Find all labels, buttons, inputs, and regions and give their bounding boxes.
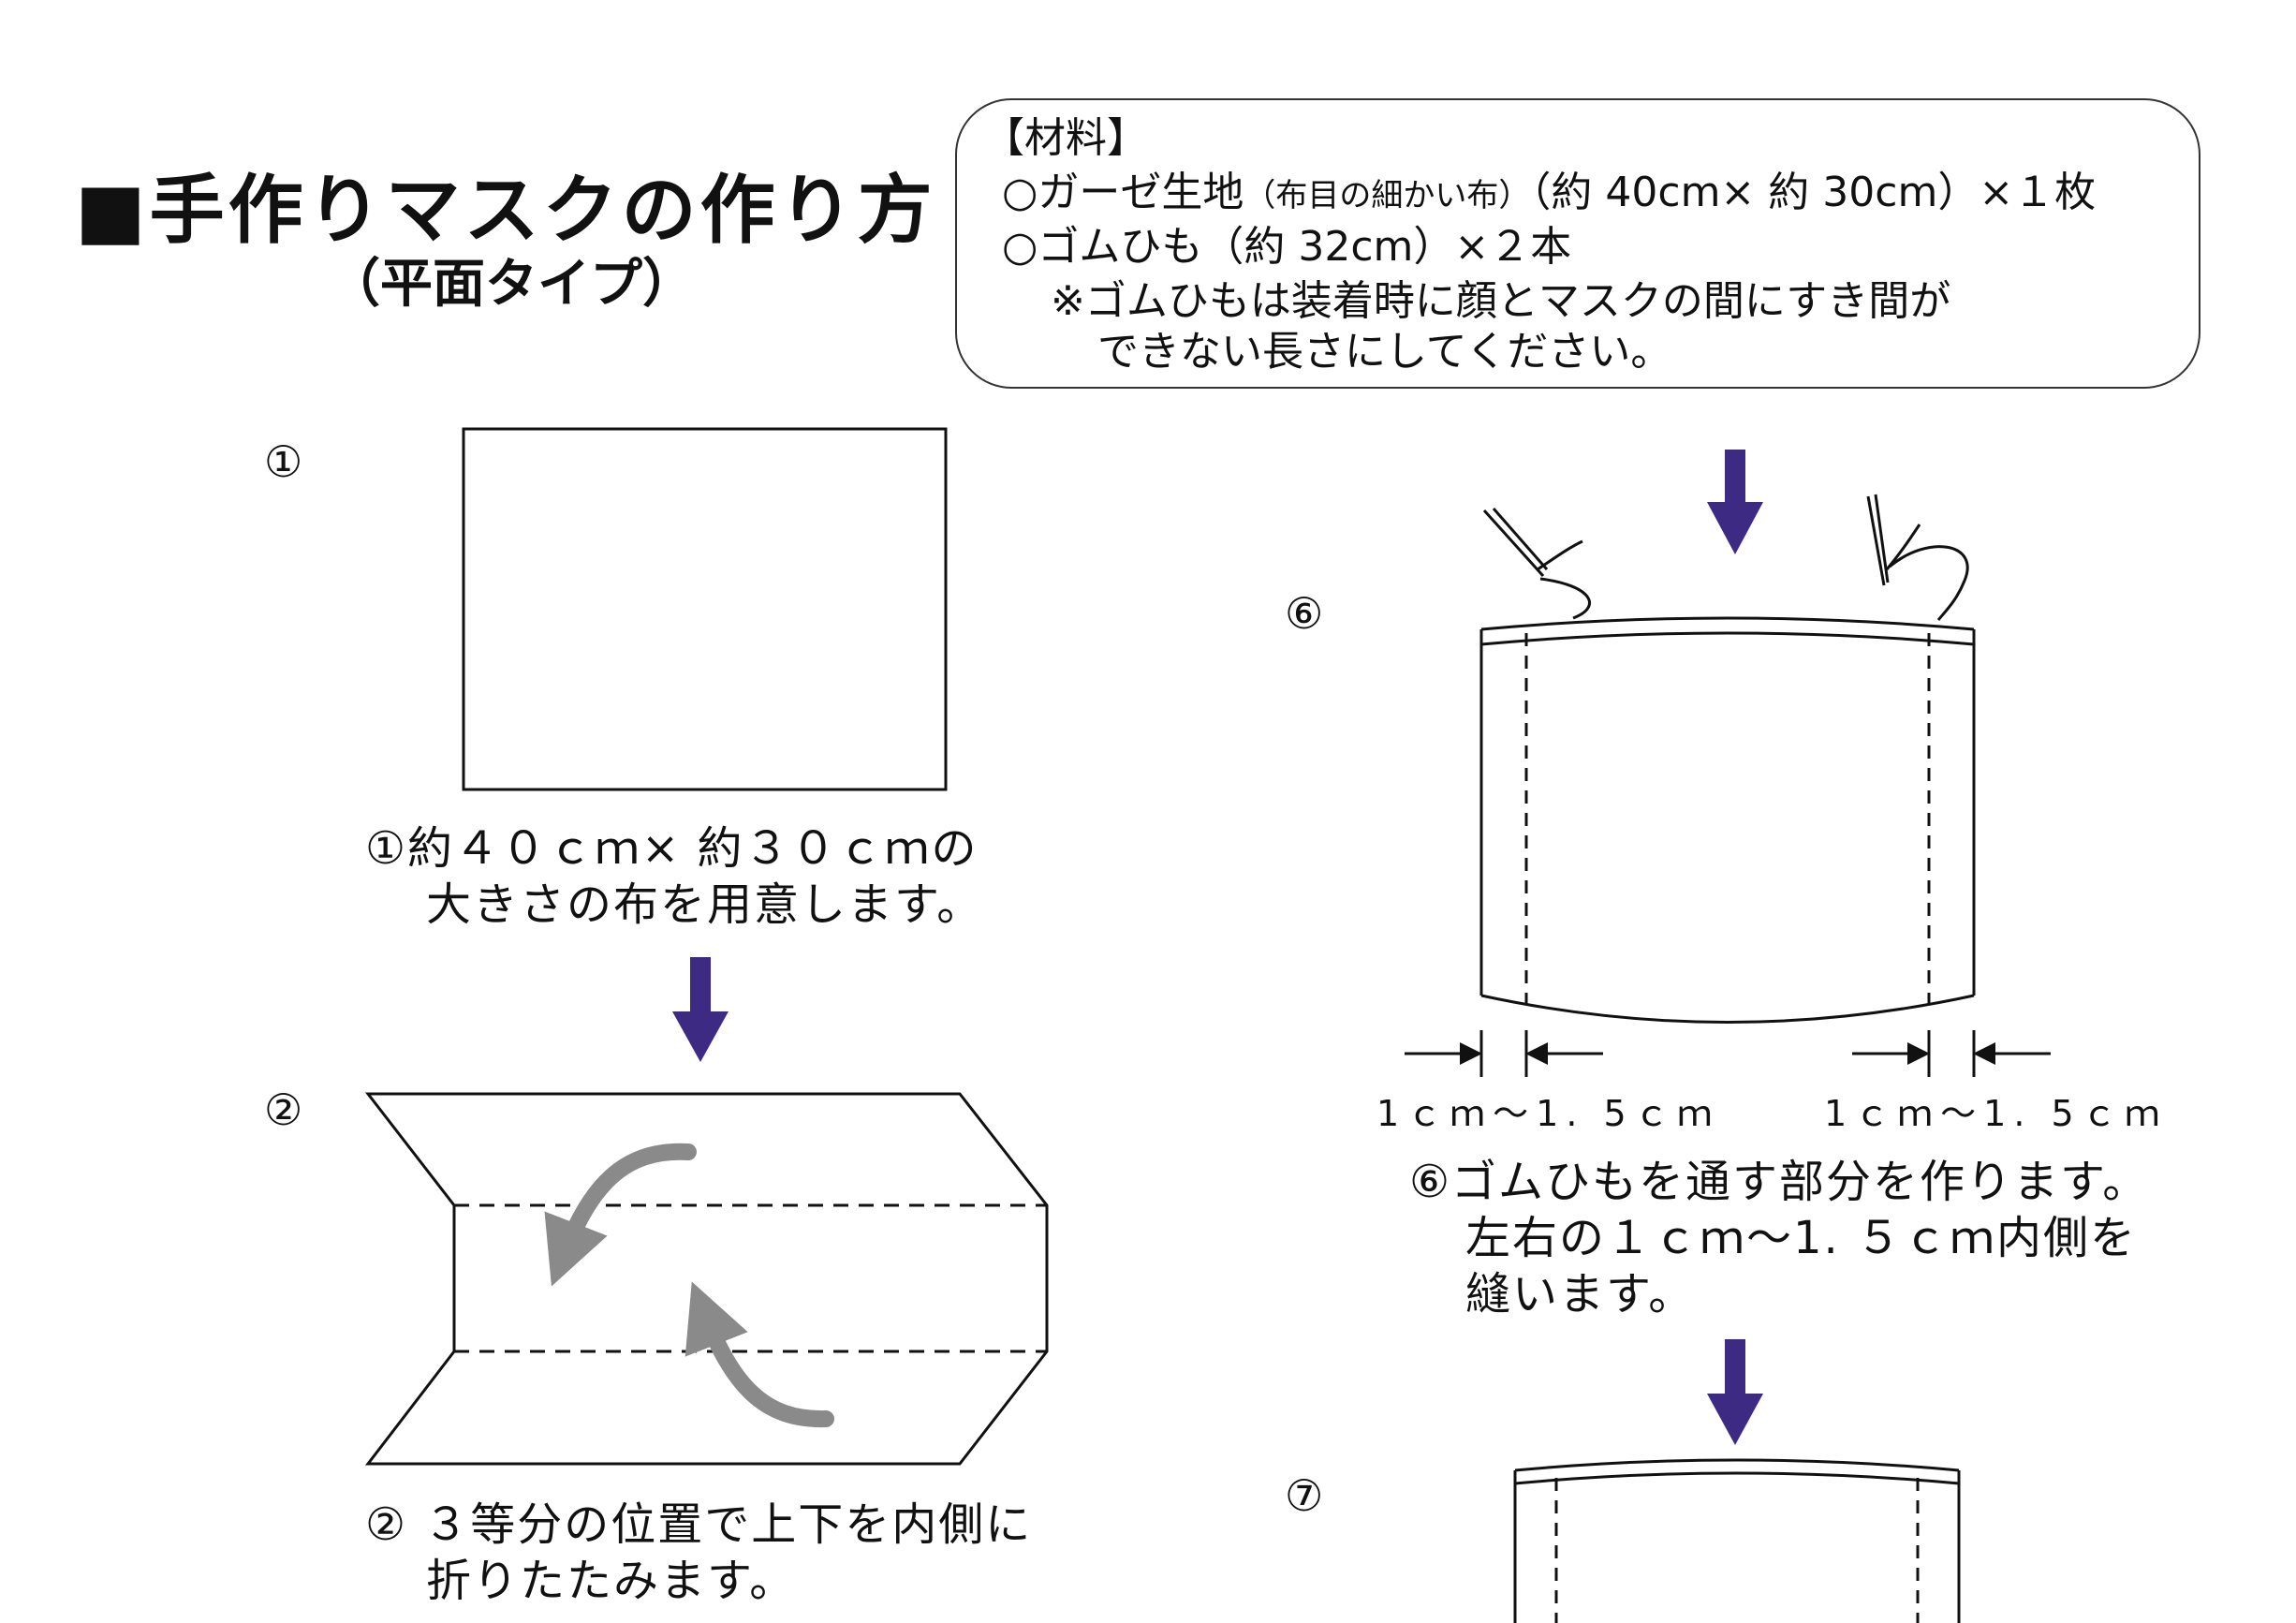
down-arrow-icon (1707, 1339, 1763, 1445)
step-number-7: ⑦ (1285, 1470, 1324, 1521)
step6-caption-line1: ⑥ゴムひもを通す部分を作ります。 (1409, 1156, 2150, 1208)
curved-fold-arrow-icon (684, 1281, 834, 1428)
dimension-marker-right (1852, 1030, 2051, 1077)
materials-gauze-note: （布目の細かい布） (1244, 177, 1531, 214)
fabric-step7 (1513, 1458, 1961, 1623)
step-number-2: ② (264, 1084, 303, 1135)
folded-fabric (364, 1092, 1049, 1466)
materials-heading: 【材料】 (983, 114, 1148, 162)
fabric-rectangle (462, 427, 948, 791)
sewing-needle-icon (1866, 494, 1969, 621)
materials-note: ※ゴムひもは装着時に顔とマスクの間にすき間が (1051, 277, 1951, 325)
materials-gauze: ○ガーゼ生地（布目の細かい布）（約 40cm× 約 30cm）×１枚 (1002, 166, 2096, 223)
fabric-sewing-lines (1479, 616, 1976, 1024)
materials-note-cont: できない長さにしてください。 (1097, 328, 1672, 376)
page-subtitle: （平面タイプ） (328, 254, 695, 315)
page-title: ■手作りマスクの作り方 (75, 167, 936, 254)
step2-caption-line1: ② ３等分の位置で上下を内側に (365, 1498, 1033, 1551)
materials-gauze-size: （約 40cm× 約 30cm）×１枚 (1530, 169, 2097, 216)
step6-caption-line3: 縫います。 (1465, 1268, 1696, 1321)
dimension-marker-left (1405, 1030, 1603, 1077)
materials-box: 【材料】 ○ガーゼ生地（布目の細かい布）（約 40cm× 約 30cm）×１枚 … (955, 98, 2200, 389)
step1-caption-line2: 大きさの布を用意します。 (426, 878, 984, 931)
dimension-label-right: 1ｃｍ～1. 5ｃｍ (1824, 1093, 2168, 1134)
step-number-6: ⑥ (1285, 588, 1324, 639)
step-number-1: ① (264, 436, 303, 487)
curved-fold-arrow-icon (544, 1143, 697, 1287)
materials-elastic: ○ゴムひも（約 32cm）×２本 (1002, 223, 1572, 271)
step1-caption-line1: ①約４０ｃｍ× 約３０ｃｍの (365, 822, 979, 875)
step6-caption-line2: 左右の１ｃｍ～1. ５ｃｍ内側を (1465, 1212, 2138, 1264)
sewing-needle-icon (1482, 508, 1591, 620)
step2-caption-line2: 折りたたみます。 (426, 1555, 797, 1607)
down-arrow-icon (1707, 450, 1763, 554)
down-arrow-icon (672, 957, 729, 1062)
dimension-label-left: 1ｃｍ～1. 5ｃｍ (1376, 1093, 1720, 1134)
materials-gauze-label: ○ガーゼ生地 (1002, 169, 1244, 216)
